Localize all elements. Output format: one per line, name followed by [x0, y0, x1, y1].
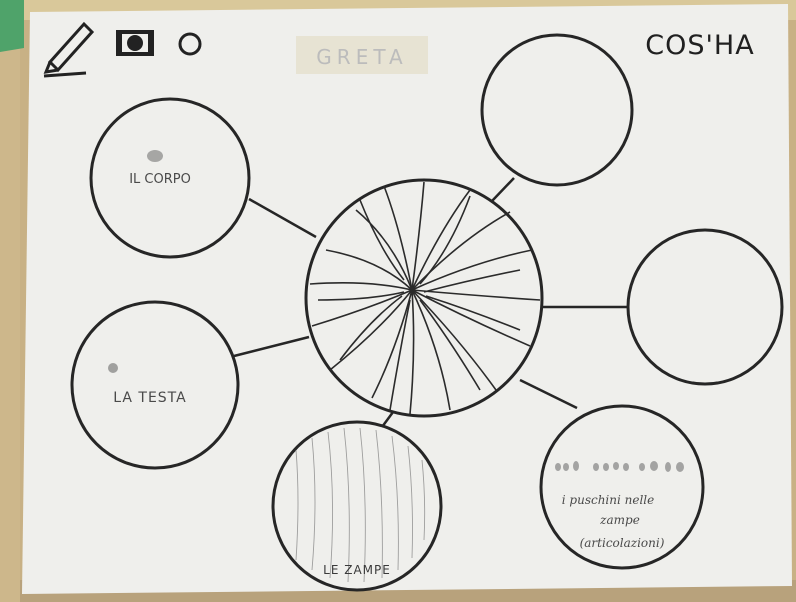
bubble-body-label: IL CORPO	[129, 172, 191, 187]
question-title: COS'HA	[645, 30, 754, 61]
name-label: GRETA	[316, 45, 407, 69]
bubble-legs-label: LE ZAMPE	[323, 563, 391, 577]
paw-pads-line-3: (articolazioni)	[580, 536, 665, 550]
head-pencil-scribble	[108, 363, 118, 373]
fabric-left	[0, 0, 20, 602]
camera-icon	[116, 30, 154, 56]
body-pencil-scribble	[147, 150, 163, 162]
green-fabric-patch	[0, 0, 24, 52]
paw-pads-line-1: i puschini nelle	[562, 493, 655, 507]
bubble-head-label: LA TESTA	[113, 390, 186, 406]
paw-pads-line-2: zampe	[599, 513, 640, 527]
